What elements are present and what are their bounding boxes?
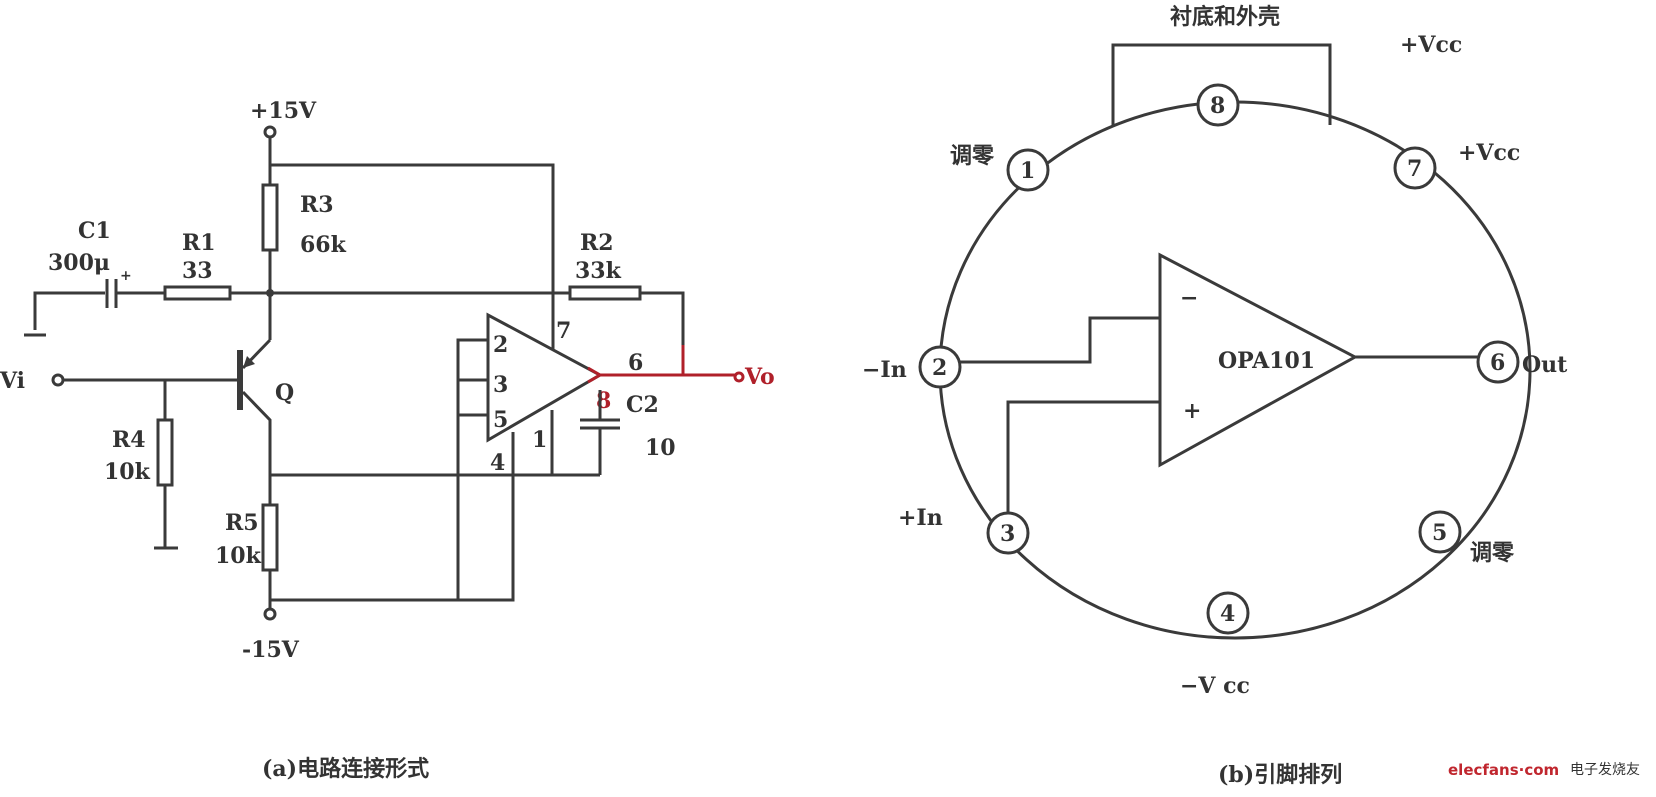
caption-a: (a)电路连接形式: [262, 756, 429, 782]
wire: [33, 291, 105, 330]
caption-b: (b)引脚排列: [1218, 762, 1342, 788]
junction: [266, 289, 274, 297]
transistor-label: Q: [275, 380, 294, 406]
c1-name: C1: [78, 218, 111, 244]
svg-text:2: 2: [932, 355, 947, 381]
pin-label: 4: [490, 450, 505, 476]
r4-name: R4: [112, 427, 146, 453]
pin-6: 6: [1476, 340, 1520, 384]
svg-text:7: 7: [1407, 156, 1422, 182]
pin-8-label: +Vcc: [1400, 32, 1462, 58]
opamp-symbol: [1158, 252, 1359, 468]
resistor-r2: [568, 285, 642, 301]
opamp-symbol: [486, 312, 604, 443]
resistor-r1: [163, 285, 232, 301]
pin-label: 7: [556, 318, 571, 344]
pin-5: 5: [1418, 510, 1462, 554]
pin-8: 8: [1196, 83, 1240, 127]
chip-name: OPA101: [1218, 348, 1315, 374]
input-label: Vi: [0, 368, 25, 394]
emitter-arrow-icon: [243, 356, 255, 368]
substrate-label: 衬底和外壳: [1170, 4, 1280, 30]
c2-name: C2: [626, 392, 659, 418]
pin-label: 6: [628, 350, 643, 376]
resistor-r5: [261, 503, 279, 572]
supply-neg-label: -15V: [242, 637, 300, 663]
svg-text:5: 5: [1432, 520, 1447, 546]
c1-value: 300μ: [48, 250, 110, 276]
input-terminal[interactable]: [51, 373, 65, 387]
pin-3: 3: [986, 511, 1030, 555]
resistor-r3: [261, 183, 279, 252]
r3-value: 66k: [300, 232, 347, 258]
supply-neg-terminal: [263, 607, 277, 621]
r2-name: R2: [580, 230, 614, 256]
wire-pin7: [270, 163, 555, 375]
circuit-a: +15V R3 66k + C1 300μ R1 33 R2 33k Vi Q: [0, 98, 775, 782]
wire-pin2: [960, 316, 1160, 364]
c2-value: 10: [645, 435, 676, 461]
resistor-r4: [156, 418, 174, 487]
svg-text:3: 3: [1000, 521, 1015, 547]
wire-pin3: [1006, 400, 1160, 513]
pin-6-label: Out: [1522, 352, 1568, 378]
output-label: Vo: [744, 364, 775, 390]
pin-2-label: −In: [862, 357, 907, 383]
pin-label: 2: [493, 332, 508, 358]
wire-pin2: [456, 338, 488, 600]
pin-1-label: 调零: [950, 143, 995, 169]
pin-7-label: +Vcc: [1458, 140, 1520, 166]
minus-sign: −: [1180, 285, 1198, 311]
c1-polarity: +: [120, 268, 132, 284]
r5-name: R5: [225, 510, 259, 536]
wire-pin4: [270, 432, 515, 602]
pin-7: 7: [1393, 146, 1437, 190]
output-terminal[interactable]: [733, 371, 745, 383]
supply-pos-label: +15V: [250, 98, 317, 124]
pin-2: 2: [918, 345, 962, 389]
pin-label: 8: [596, 388, 611, 414]
watermark-site: elecfans·com: [1448, 761, 1559, 779]
pin-4-label: −V cc: [1180, 673, 1250, 699]
pin-label: 5: [493, 407, 508, 433]
r1-name: R1: [182, 230, 216, 256]
supply-pos-terminal: [263, 125, 277, 139]
svg-text:1: 1: [1020, 158, 1035, 184]
pin-label: 1: [532, 427, 547, 453]
r4-value: 10k: [104, 459, 151, 485]
wire: [640, 291, 685, 345]
r3-name: R3: [300, 192, 334, 218]
substrate-bracket: [1111, 43, 1332, 125]
svg-text:6: 6: [1490, 350, 1505, 376]
pinout-b: 衬底和外壳 − + OPA101 8 +Vcc 1 调零 7 +Vcc 2 −I…: [862, 4, 1568, 788]
pin-label: 3: [493, 372, 508, 398]
svg-text:8: 8: [1210, 93, 1225, 119]
svg-text:4: 4: [1220, 601, 1235, 627]
r2-value: 33k: [575, 258, 622, 284]
watermark-name: 电子发烧友: [1570, 762, 1640, 778]
pin-4: 4: [1206, 591, 1250, 635]
plus-sign: +: [1183, 398, 1201, 424]
r5-value: 10k: [215, 543, 262, 569]
transistor-collector: [241, 390, 272, 505]
r1-value: 33: [182, 258, 213, 284]
pin-5-label: 调零: [1470, 540, 1515, 566]
pin-1: 1: [1006, 148, 1050, 192]
pin-3-label: +In: [898, 505, 943, 531]
